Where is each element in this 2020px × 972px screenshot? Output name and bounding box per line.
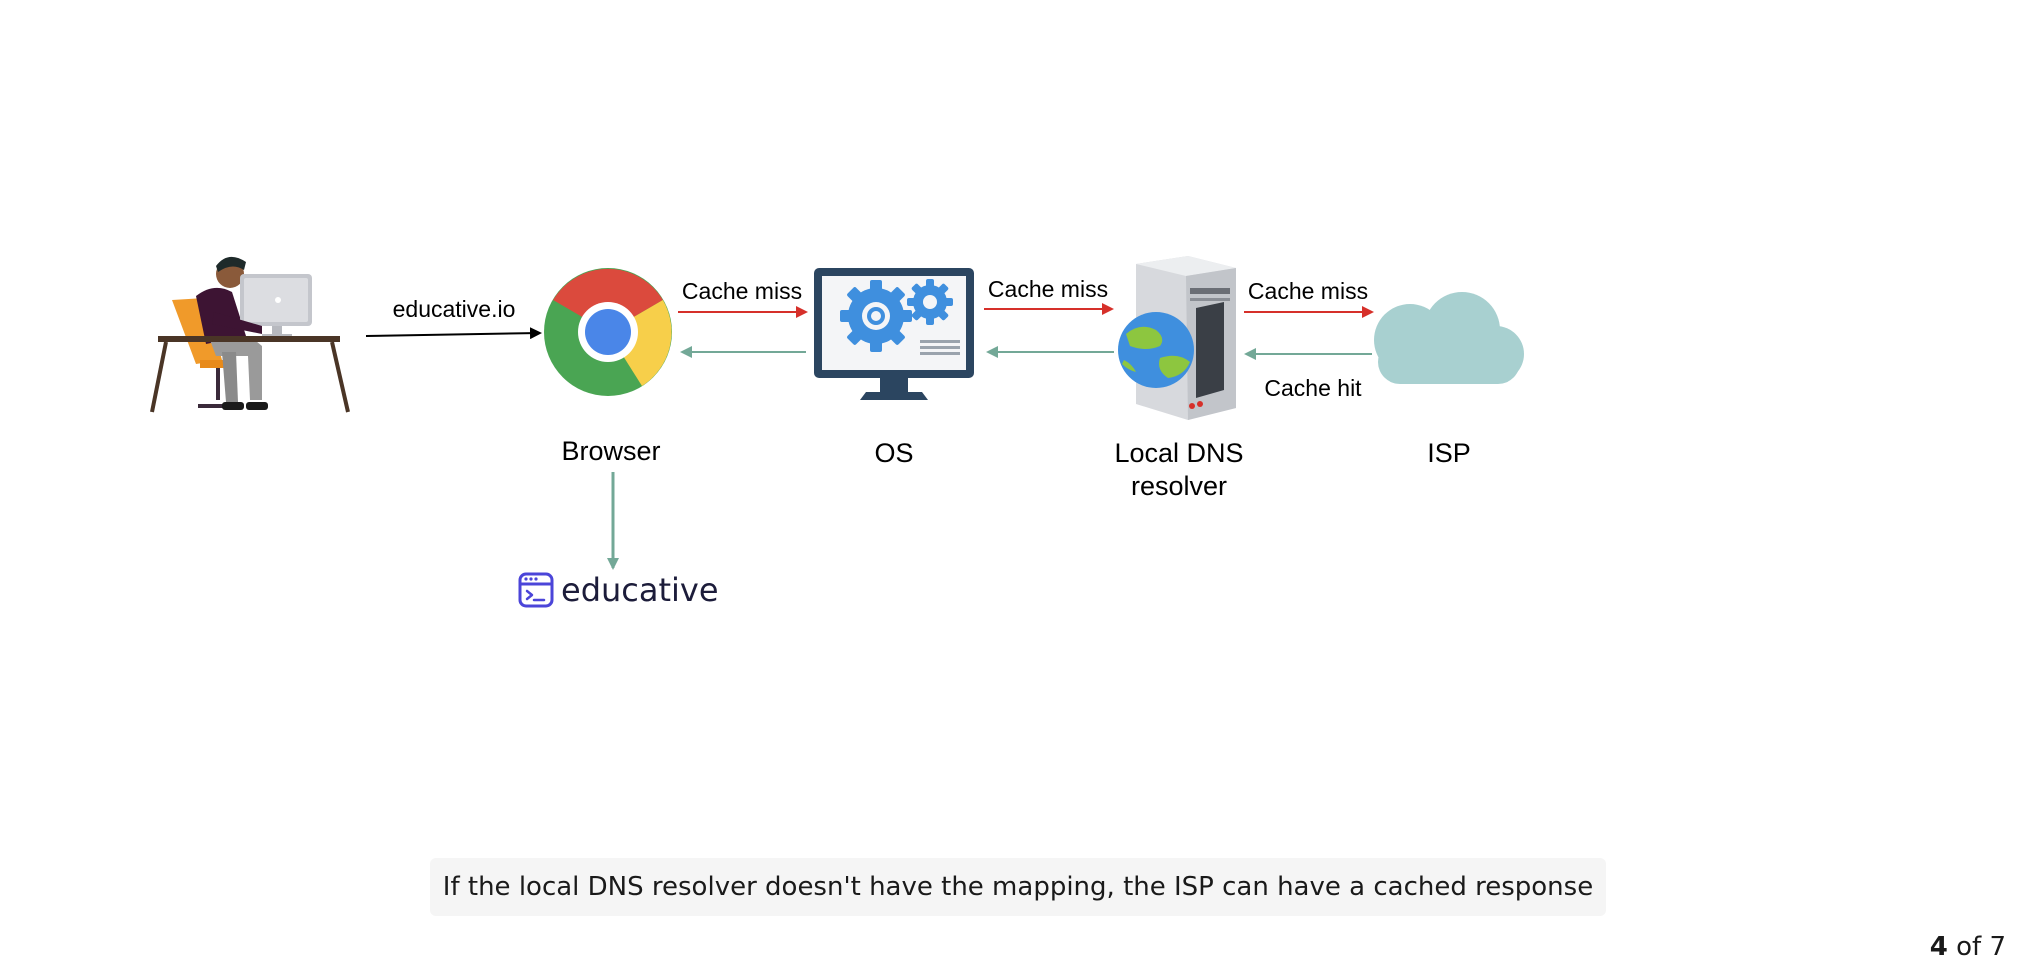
edge-label-browser-to-os: Cache miss: [682, 278, 802, 304]
slide-caption: If the local DNS resolver doesn't have t…: [430, 858, 1606, 916]
monitor-gears-icon: [814, 268, 974, 400]
dns-server-icon: [1118, 256, 1236, 420]
chrome-icon: [544, 268, 672, 396]
educative-logo-text: educative: [561, 571, 719, 609]
arrow-user-to-browser: [365, 327, 542, 340]
slide-pager: 4 of 7: [1930, 932, 2006, 962]
edge-label-user-to-browser: educative.io: [393, 296, 516, 322]
educative-logo-icon: [518, 572, 554, 608]
pager-total: 7: [1989, 932, 2006, 962]
slide-caption-text: If the local DNS resolver doesn't have t…: [442, 872, 1594, 902]
node-label-isp: ISP: [1427, 438, 1471, 468]
pager-separator: of: [1956, 932, 1982, 962]
edge-label-resolver-to-isp: Cache miss: [1248, 278, 1368, 304]
node-label-browser: Browser: [561, 436, 660, 466]
user-at-desk-icon: [150, 256, 350, 413]
edge-label-os-to-resolver: Cache miss: [988, 276, 1108, 302]
node-label-resolver-line2: resolver: [1131, 471, 1227, 501]
edge-label-isp-to-resolver: Cache hit: [1264, 375, 1362, 401]
cloud-icon: [1374, 292, 1524, 384]
pager-current: 4: [1929, 932, 1948, 962]
node-label-resolver-line1: Local DNS: [1114, 438, 1243, 468]
node-label-os: OS: [874, 438, 913, 468]
